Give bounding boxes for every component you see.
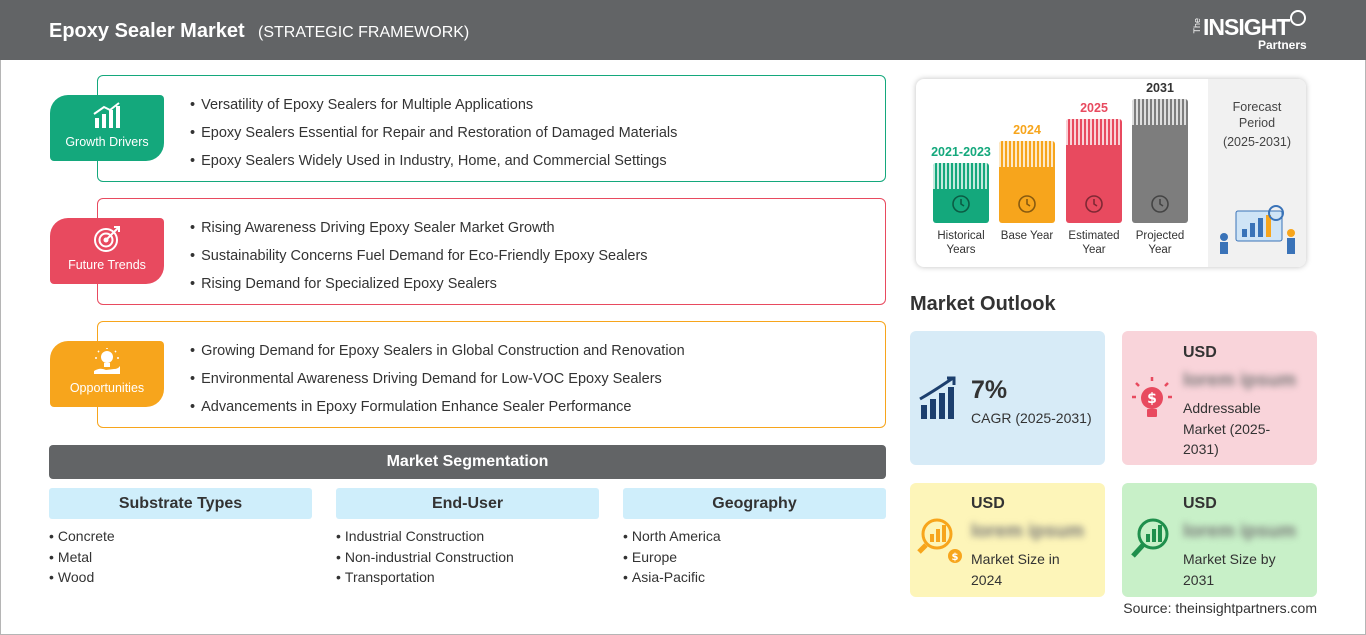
segment-item: Asia-Pacific [623, 568, 886, 589]
timeline-caption: Estimated Year [1068, 230, 1120, 256]
timeline-caption: Historical Years [937, 230, 985, 256]
bar-growth-icon [919, 376, 956, 419]
market-size-2024-value: lorem ipsum [971, 521, 1084, 542]
cagr-card: 7% CAGR (2025-2031) [910, 331, 1105, 465]
growth-drivers-box: Versatility of Epoxy Sealers for Multipl… [97, 75, 886, 182]
timeline-bar [933, 163, 989, 223]
cagr-value: 7% [971, 376, 1008, 404]
target-icon [94, 226, 120, 252]
timeline-bar [1066, 119, 1122, 223]
market-size-2031-desc: Market Size by 2031 [1183, 551, 1276, 588]
growth-drivers-label: Growth Drivers [65, 135, 149, 149]
timeline-bar [1132, 99, 1188, 223]
insight-partners-logo[interactable]: The INSIGHT Partners [1192, 10, 1312, 54]
segment-end-user: End-User Industrial Construction Non-ind… [336, 488, 599, 589]
growth-driver-item: Epoxy Sealers Essential for Repair and R… [190, 123, 677, 151]
svg-text:$: $ [952, 552, 959, 563]
segment-item: Transportation [336, 568, 599, 589]
logo-ring-icon [1290, 10, 1306, 26]
segment-head: Substrate Types [49, 488, 312, 519]
logo-the: The [1192, 18, 1202, 34]
addressable-value: lorem ipsum [1183, 370, 1296, 391]
future-trend-item: Sustainability Concerns Fuel Demand for … [190, 246, 647, 274]
svg-text:$: $ [1147, 391, 1157, 407]
addressable-market-card: $ USD lorem ipsum Addressable Market (20… [1122, 331, 1317, 465]
logo-partners: Partners [1258, 38, 1307, 52]
market-size-2024-card: $ USD lorem ipsum Market Size in 2024 [910, 483, 1105, 597]
opportunities-box: Growing Demand for Epoxy Sealers in Glob… [97, 321, 886, 428]
opportunities-badge: Opportunities [50, 341, 164, 407]
market-segmentation-bar: Market Segmentation [49, 445, 886, 479]
segment-item: Industrial Construction [336, 527, 599, 548]
future-trends-label: Future Trends [68, 258, 146, 272]
timeline-year: 2024 [1013, 123, 1041, 137]
segment-item: Europe [623, 548, 886, 569]
forecast-period-panel: Forecast Period (2025-2031) [1208, 79, 1306, 267]
future-trends-box: Rising Awareness Driving Epoxy Sealer Ma… [97, 198, 886, 305]
future-trends-badge: Future Trends [50, 218, 164, 284]
page-subtitle: (STRATEGIC FRAMEWORK) [258, 24, 470, 41]
growth-chart-icon [93, 102, 120, 128]
segment-item: Wood [49, 568, 312, 589]
timeline-caption: Base Year [1000, 230, 1054, 242]
market-size-2024-usd: USD [971, 495, 1005, 512]
history-clock-icon [952, 195, 970, 213]
timeline-year: 2025 [1080, 101, 1108, 115]
addressable-desc: Addressable Market (2025-2031) [1183, 400, 1271, 457]
timeline-bar [999, 141, 1055, 223]
market-size-2024-desc: Market Size in 2024 [971, 551, 1060, 588]
market-size-2031-value: lorem ipsum [1183, 521, 1296, 542]
estimate-chart-icon [1085, 195, 1103, 213]
future-trend-item: Rising Demand for Specialized Epoxy Seal… [190, 274, 648, 302]
segment-substrate-types: Substrate Types Concrete Metal Wood [49, 488, 312, 589]
page-title: Epoxy Sealer Market [49, 20, 245, 42]
logo-insight: INSIGHT [1203, 14, 1290, 40]
opportunity-item: Advancements in Epoxy Formulation Enhanc… [190, 397, 685, 425]
growth-drivers-badge: Growth Drivers [50, 95, 164, 161]
timeline-year: 2021-2023 [931, 145, 991, 159]
segment-item: Metal [49, 548, 312, 569]
cagr-desc: CAGR (2025-2031) [971, 410, 1092, 426]
forecast-label: Forecast Period [1232, 100, 1282, 130]
addressable-usd: USD [1183, 344, 1217, 361]
timeline-year: 2031 [1146, 81, 1174, 95]
future-trend-item: Rising Awareness Driving Epoxy Sealer Ma… [190, 218, 648, 246]
opportunity-item: Growing Demand for Epoxy Sealers in Glob… [190, 341, 685, 369]
growth-driver-item: Versatility of Epoxy Sealers for Multipl… [190, 95, 677, 123]
segment-item: Non-industrial Construction [336, 548, 599, 569]
calendar-icon [1018, 195, 1036, 213]
growth-driver-item: Epoxy Sealers Widely Used in Industry, H… [190, 151, 677, 179]
magnifier-chart-icon [1131, 518, 1169, 558]
idea-dollar-icon: $ [1132, 377, 1172, 417]
segment-head: End-User [336, 488, 599, 519]
segment-geography: Geography North America Europe Asia-Paci… [623, 488, 886, 589]
header-bar: Epoxy Sealer Market (STRATEGIC FRAMEWORK… [0, 0, 1366, 60]
source-link[interactable]: Source: theinsightpartners.com [1123, 600, 1317, 616]
forecast-range: (2025-2031) [1222, 135, 1292, 149]
opportunities-label: Opportunities [69, 381, 145, 395]
segment-item: North America [623, 527, 886, 548]
timeline-caption: Projected Year [1135, 230, 1185, 256]
analytics-team-icon [1220, 205, 1295, 254]
segment-head: Geography [623, 488, 886, 519]
market-size-2031-usd: USD [1183, 495, 1217, 512]
magnifier-dollar-icon: $ [917, 518, 962, 563]
market-outlook-title: Market Outlook [910, 293, 1056, 315]
projection-board-icon [1151, 195, 1169, 213]
market-size-2031-card: USD lorem ipsum Market Size by 2031 [1122, 483, 1317, 597]
segment-item: Concrete [49, 527, 312, 548]
lightbulb-hand-icon [94, 348, 120, 374]
opportunity-item: Environmental Awareness Driving Demand f… [190, 369, 685, 397]
